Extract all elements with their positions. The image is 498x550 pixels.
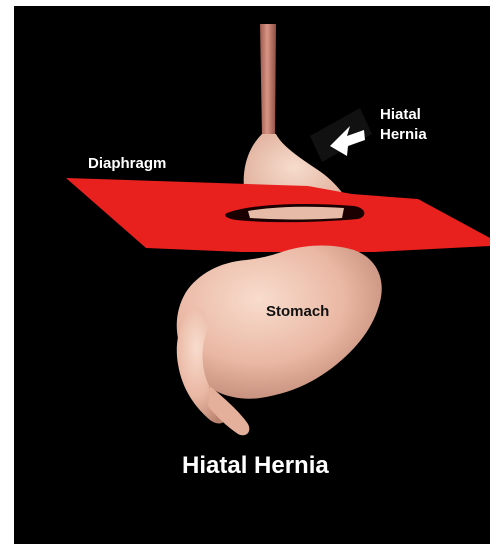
- stomach-label: Stomach: [266, 303, 329, 320]
- esophagus: [260, 24, 276, 136]
- illustration-panel: Diaphragm Hiatal Hernia Stomach Hiatal H…: [14, 6, 490, 544]
- stomach: [177, 246, 382, 399]
- diaphragm-label: Diaphragm: [88, 155, 166, 172]
- hiatal-hernia-label-line2: Hernia: [380, 126, 427, 143]
- arrow-icon: [310, 108, 372, 162]
- hiatal-hernia-label-line1: Hiatal: [380, 106, 421, 123]
- diagram-title: Hiatal Hernia: [182, 452, 329, 480]
